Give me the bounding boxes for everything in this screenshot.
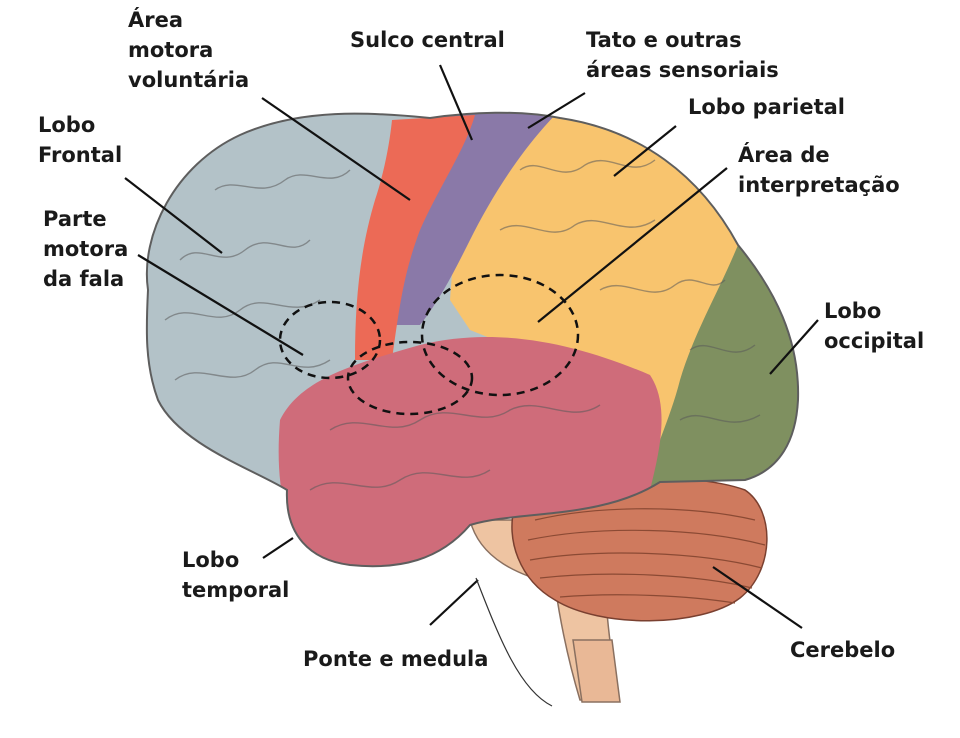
leader-temporal [262,537,294,559]
label-touch-areas: Tato e outras áreas sensoriais [586,28,779,82]
label-cerebellum: Cerebelo [790,638,896,662]
speech-area-circle [278,300,382,380]
leader-cerebellum [712,566,803,629]
motor-strip [355,115,475,360]
cerebrum-outline [145,111,800,568]
label-occipital: Lobo occipital [824,299,925,353]
leader-touch-areas [527,92,586,129]
leader-frontal [124,177,223,254]
label-interpretation: Área de interpretação [738,143,900,197]
label-motor-area: Área motora voluntária [128,8,250,92]
label-frontal: Lobo Frontal [38,113,123,167]
leader-occipital [769,319,819,375]
temporal-region [278,337,662,567]
leader-parietal [613,125,677,177]
label-pons-medulla: Ponte e medula [303,647,489,671]
leader-interpretation [537,167,728,323]
leader-lines [124,64,819,629]
label-parietal: Lobo parietal [688,95,845,119]
leader-speech-motor [137,254,304,356]
label-central-sulcus: Sulco central [350,28,505,52]
cerebellum-folia [527,508,766,604]
lower-interpretation-circle [346,340,474,416]
label-speech-motor: Parte motora da fala [43,207,129,291]
leader-motor-area [261,97,411,201]
label-temporal: Lobo temporal [182,548,290,602]
leader-pons-medulla [429,579,479,626]
gyri-texture [164,159,761,491]
interpretation-area-circle [420,273,580,397]
spinal-cord-shape [572,639,621,703]
pons-bracket-line [475,577,553,707]
leader-central-sulcus [438,64,474,141]
